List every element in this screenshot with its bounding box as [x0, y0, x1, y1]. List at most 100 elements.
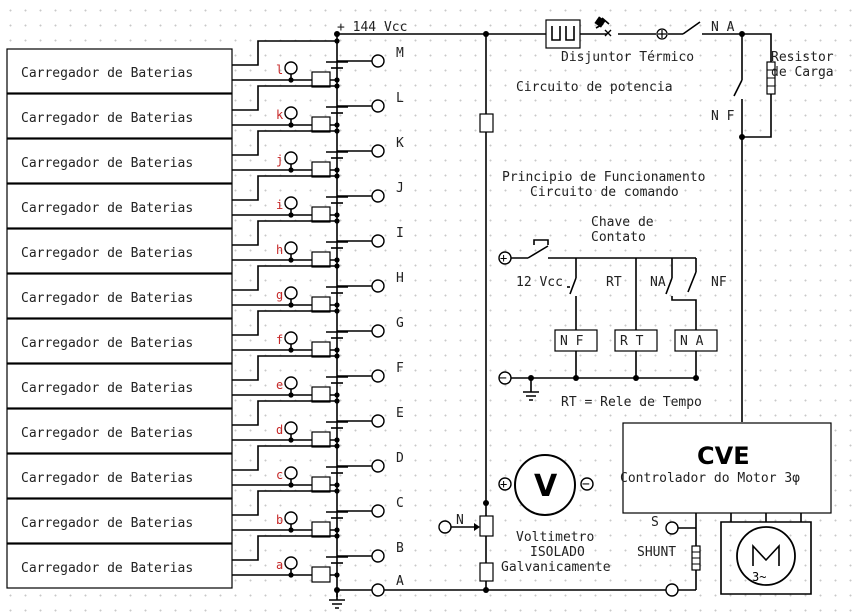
terminal-icon [438, 520, 452, 534]
node-label: d [276, 423, 283, 437]
motor-frame [720, 521, 812, 595]
rt-contact-label: RT [606, 275, 622, 290]
resistor-label-2: de Carga [771, 65, 834, 80]
fuse-icon [479, 113, 494, 133]
charger-row: Carregador de Baterias l M [6, 38, 404, 94]
tap-label: B [396, 541, 404, 556]
relay-coil-icon [311, 386, 331, 403]
charger-label: Carregador de Baterias [21, 426, 193, 441]
tap-label: H [396, 271, 404, 286]
charger-plus-wire [232, 40, 337, 66]
tap-terminal-icon [371, 324, 385, 338]
tap-terminal-icon [371, 99, 385, 113]
charger-label: Carregador de Baterias [21, 201, 193, 216]
node-label: h [276, 243, 283, 257]
charger-label: Carregador de Baterias [21, 471, 193, 486]
voltmeter-text-2: ISOLADO [530, 545, 585, 560]
relay-coil-icon [311, 251, 331, 268]
rt-note: RT = Rele de Tempo [561, 395, 702, 410]
na-contact-label: NA [650, 275, 666, 290]
controller-desc: Controlador do Motor 3φ [620, 471, 800, 486]
charger-row: Carregador de Baterias e F [6, 353, 404, 409]
node-terminal-icon [284, 421, 298, 435]
na-label: N A [711, 20, 735, 35]
voltmeter-minus: − [582, 477, 590, 492]
voltmeter-plus: + [500, 477, 507, 491]
node-terminal-icon [284, 151, 298, 165]
tap-terminal-icon [371, 54, 385, 68]
relay-coil-icon [311, 566, 331, 583]
charger-box[interactable] [6, 48, 233, 94]
charger-box[interactable] [6, 453, 233, 499]
terminal-icon [371, 583, 385, 597]
node-terminal-icon [284, 331, 298, 345]
node-label: l [276, 63, 283, 77]
ground-icon [329, 590, 345, 609]
tap-terminal-icon [371, 189, 385, 203]
relay-coil-icon [311, 476, 331, 493]
node-label: f [276, 333, 283, 347]
charger-plus-wire [232, 400, 337, 426]
command-subtitle: Circuito de comando [530, 185, 679, 200]
power-circuit-title: Circuito de potencia [516, 80, 673, 95]
charger-box[interactable] [6, 318, 233, 364]
tap-label: M [396, 46, 404, 61]
terminal-icon [580, 477, 594, 491]
charger-box[interactable] [6, 408, 233, 454]
terminal-icon [498, 477, 512, 491]
relay-coil-icon [311, 206, 331, 223]
resistor-label: Resistor [771, 50, 834, 65]
charger-box[interactable] [6, 183, 233, 229]
node-label: a [276, 558, 283, 572]
s-label: S [651, 515, 659, 530]
key-label: Chave de [591, 215, 654, 230]
node-terminal-icon [284, 511, 298, 525]
tap-label: C [396, 496, 404, 511]
node-label: e [276, 378, 283, 392]
charger-plus-wire [232, 220, 337, 246]
charger-label: Carregador de Baterias [21, 156, 193, 171]
tap-label: J [396, 181, 404, 196]
terminal-label-a: A [396, 574, 404, 589]
nf-label: N F [711, 109, 735, 124]
node-terminal-icon [284, 466, 298, 480]
charger-label: Carregador de Baterias [21, 66, 193, 81]
node-label: k [276, 108, 284, 122]
relay-coil-icon [311, 161, 331, 178]
charger-box[interactable] [6, 498, 233, 544]
key-switch-icon [533, 239, 549, 245]
charger-box[interactable] [6, 228, 233, 274]
relay-rt-label: R T [620, 334, 644, 349]
tap-label: L [396, 91, 404, 106]
controller-box [622, 422, 832, 514]
charger-label: Carregador de Baterias [21, 561, 193, 576]
tap-label: F [396, 361, 404, 376]
fuse-icon [479, 562, 494, 582]
charger-plus-wire [232, 310, 337, 336]
supply-voltage-label: + 144 Vcc [337, 20, 407, 35]
charger-label: Carregador de Baterias [21, 516, 193, 531]
node-label: g [276, 288, 283, 302]
charger-plus-wire [232, 490, 337, 516]
tap-terminal-icon [371, 369, 385, 383]
charger-box[interactable] [6, 273, 233, 319]
charger-label: Carregador de Baterias [21, 381, 193, 396]
charger-box[interactable] [6, 93, 233, 139]
tap-terminal-icon [371, 459, 385, 473]
relay-coil-icon [311, 431, 331, 448]
nf-contact-label: NF [711, 275, 727, 290]
relay-na-label: N A [680, 334, 704, 349]
charger-box[interactable] [6, 543, 233, 589]
node-label: j [276, 153, 283, 167]
charger-box[interactable] [6, 138, 233, 184]
charger-plus-wire [232, 175, 337, 201]
charger-box[interactable] [6, 363, 233, 409]
tap-label: D [396, 451, 404, 466]
